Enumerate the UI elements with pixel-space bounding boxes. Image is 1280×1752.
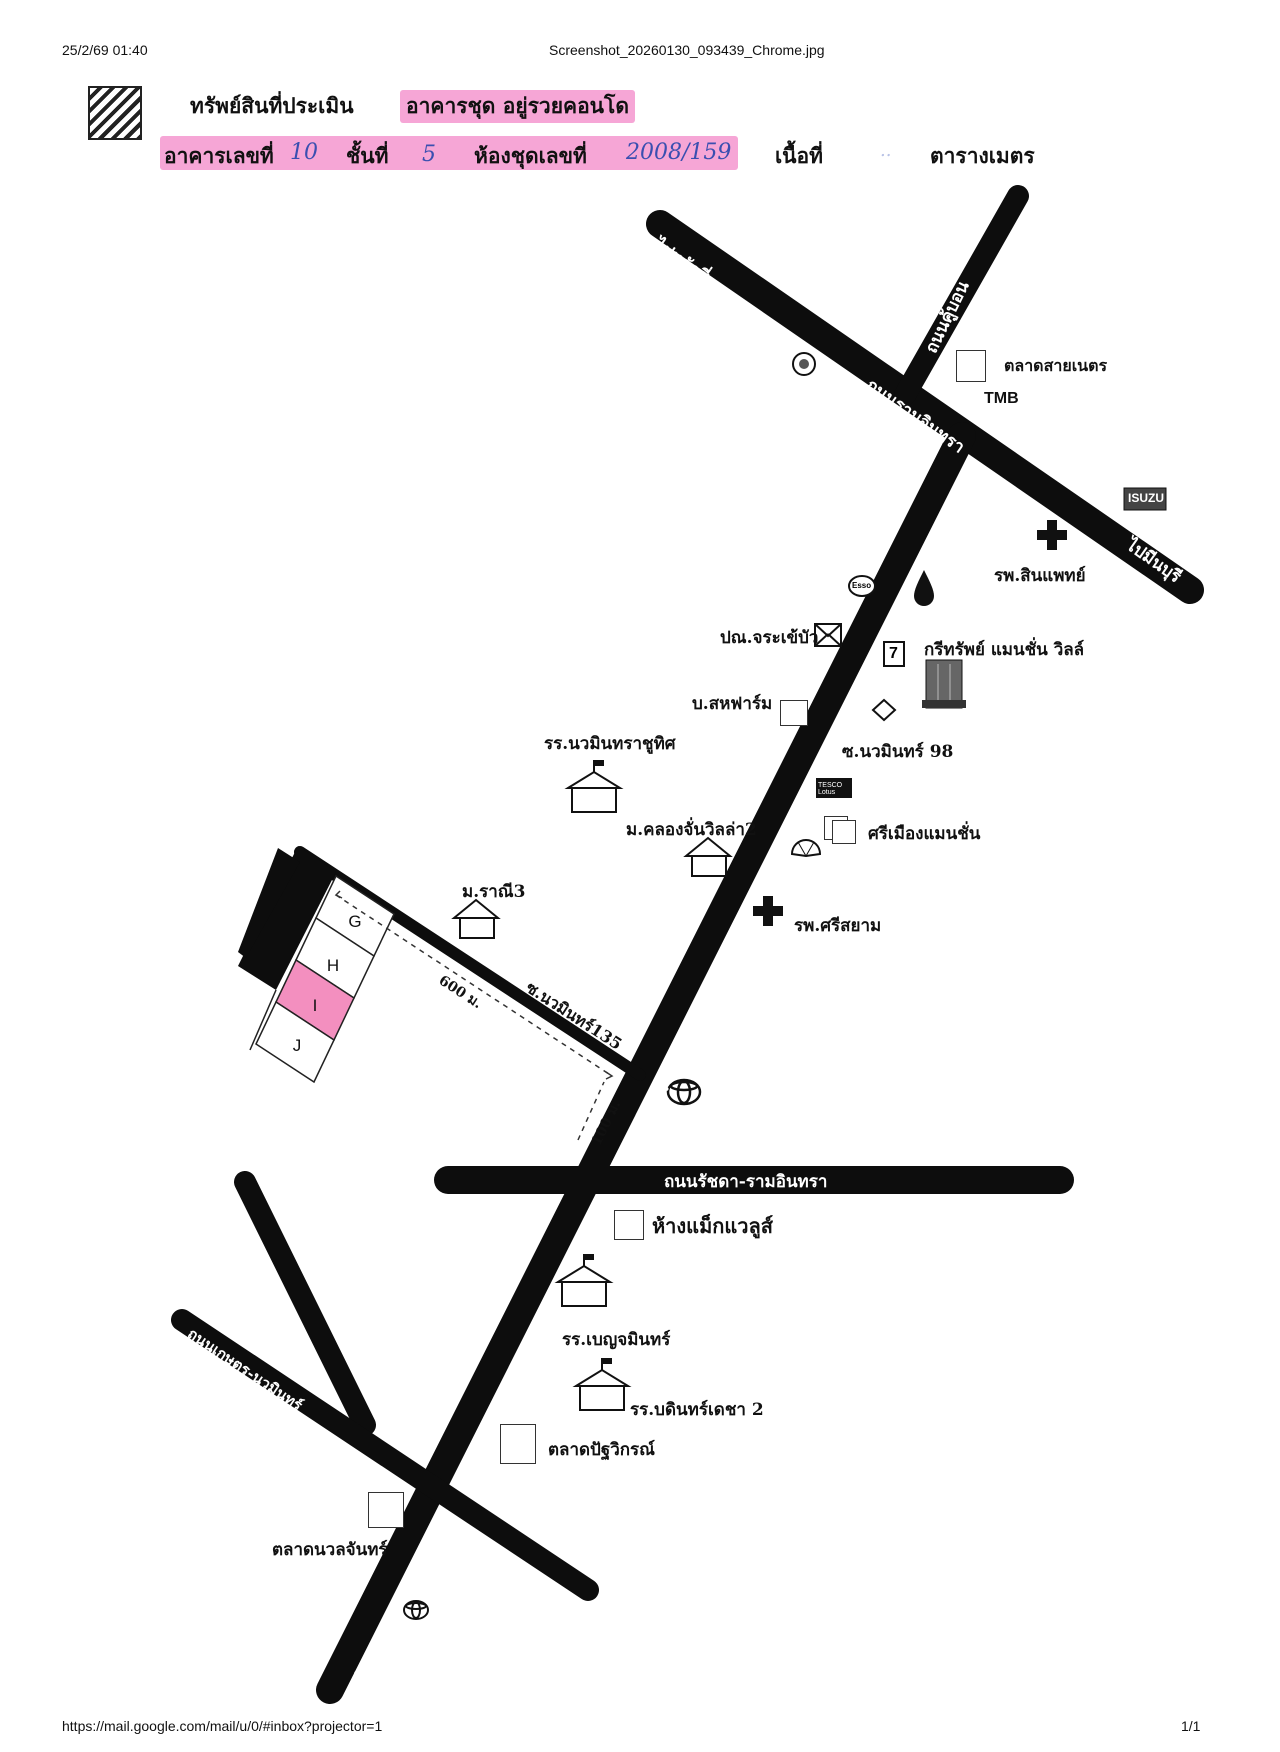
label-kritsap-mansion: กรีทรัพย์ แมนชั่น วิลล์ — [924, 640, 1085, 660]
toyota-icon — [403, 1600, 429, 1620]
house-icon — [451, 898, 501, 939]
school-icon — [572, 1358, 632, 1411]
area-value: .. — [880, 140, 892, 161]
label-school-bodin: รร.บดินทร์เดชา 2 — [630, 1400, 764, 1420]
road-kaset — [171, 1309, 599, 1601]
school-icon — [554, 1254, 614, 1307]
room-value: 2008/159 — [626, 140, 732, 165]
house-icon — [683, 836, 733, 877]
diamond-icon — [871, 698, 897, 722]
road-ram-intra — [646, 210, 1204, 604]
esso-icon — [848, 575, 876, 597]
label-srisiam-hospital: รพ.ศรีสยาม — [794, 916, 882, 936]
legend-label: ทรัพย์สินที่ประเมิน — [190, 93, 354, 118]
label-tmb: TMB — [984, 390, 1019, 407]
floor-value: 5 — [422, 142, 436, 167]
label-seven-eleven: 7 — [889, 645, 898, 662]
market-box-icon — [368, 1492, 404, 1528]
print-page-number: 1/1 — [1181, 1718, 1201, 1734]
label-esso: Esso — [852, 581, 872, 590]
label-srimuang-mansion: ศรีเมืองแมนชั่น — [868, 824, 981, 844]
distance-100-line — [577, 1081, 605, 1141]
company-box-icon — [780, 700, 808, 726]
plot-j: J — [292, 1036, 302, 1055]
label-post-office: ปณ.จระเข้บัว — [720, 628, 819, 648]
hatched-legend-swatch — [88, 86, 142, 140]
building-label: อาคารเลขที่ — [164, 143, 274, 168]
plot-i-subject: I — [312, 996, 318, 1015]
label-nuan-chan-market: ตลาดนวลจันทร์ — [272, 1540, 388, 1560]
label-sinphat-hospital: รพ.สินแพทย์ — [994, 566, 1086, 586]
isuzu-icon — [1123, 487, 1167, 511]
plot-h: H — [326, 956, 340, 975]
label-sahafarm: บ.สหฟาร์ม — [692, 694, 773, 714]
fuel-drop-icon — [914, 570, 934, 606]
building-icon — [922, 659, 966, 709]
road-khubon — [894, 185, 1029, 406]
print-datetime: 25/2/69 01:40 — [62, 42, 148, 58]
room-label: ห้องชุดเลขที่ — [474, 143, 587, 168]
plot-j-shape — [255, 1000, 335, 1084]
label-soi-98: ซ.นวมินทร์ 98 — [842, 742, 954, 762]
area-unit: ตารางเมตร — [930, 143, 1035, 168]
area-label: เนื้อที่ — [775, 143, 823, 168]
plot-g: G — [348, 912, 362, 931]
label-school-nawamin: รร.นวมินทราชูทิศ — [544, 734, 676, 754]
market-box-icon — [956, 350, 986, 382]
road-label-ratchada: ถนนรัชดา-รามอินทรา — [664, 1172, 828, 1192]
label-makro: ห้างแม็กแวลูส์ — [652, 1214, 773, 1238]
label-sai-nether-market: ตลาดสายเนตร — [1004, 356, 1108, 375]
label-school-benja: รร.เบญจมินทร์ — [562, 1330, 671, 1350]
condo-block-dark — [238, 846, 336, 990]
print-url: https://mail.google.com/mail/u/0/#inbox?… — [62, 1718, 383, 1734]
seven-eleven-icon — [883, 641, 905, 667]
label-ranee-village: ม.ราณี3 — [462, 882, 526, 902]
shell-icon — [790, 839, 822, 858]
label-tesco-lotus: TESCO Lotus — [818, 782, 843, 796]
label-klong-villa: ม.คลองจั่นวิลล่า2 — [626, 820, 757, 840]
label-patchu-market: ตลาดปัฐวิกรณ์ — [548, 1440, 655, 1460]
unit-highlight-band — [160, 136, 738, 170]
print-title: Screenshot_20260130_093439_Chrome.jpg — [549, 42, 825, 58]
floor-label: ชั้นที่ — [346, 143, 389, 168]
mall-box-icon — [614, 1210, 644, 1240]
road-nuan-chan — [234, 1171, 376, 1436]
tesco-lotus-icon — [816, 778, 852, 798]
label-isuzu: ISUZU — [1128, 491, 1164, 505]
building-value: 10 — [290, 140, 318, 165]
school-icon — [564, 760, 624, 813]
road-nawamin — [316, 422, 976, 1704]
legend-property-name: อาคารชุด อยู่รวยคอนโด — [400, 90, 635, 123]
market-box-icon — [500, 1424, 536, 1464]
toyota-icon — [666, 1078, 702, 1106]
